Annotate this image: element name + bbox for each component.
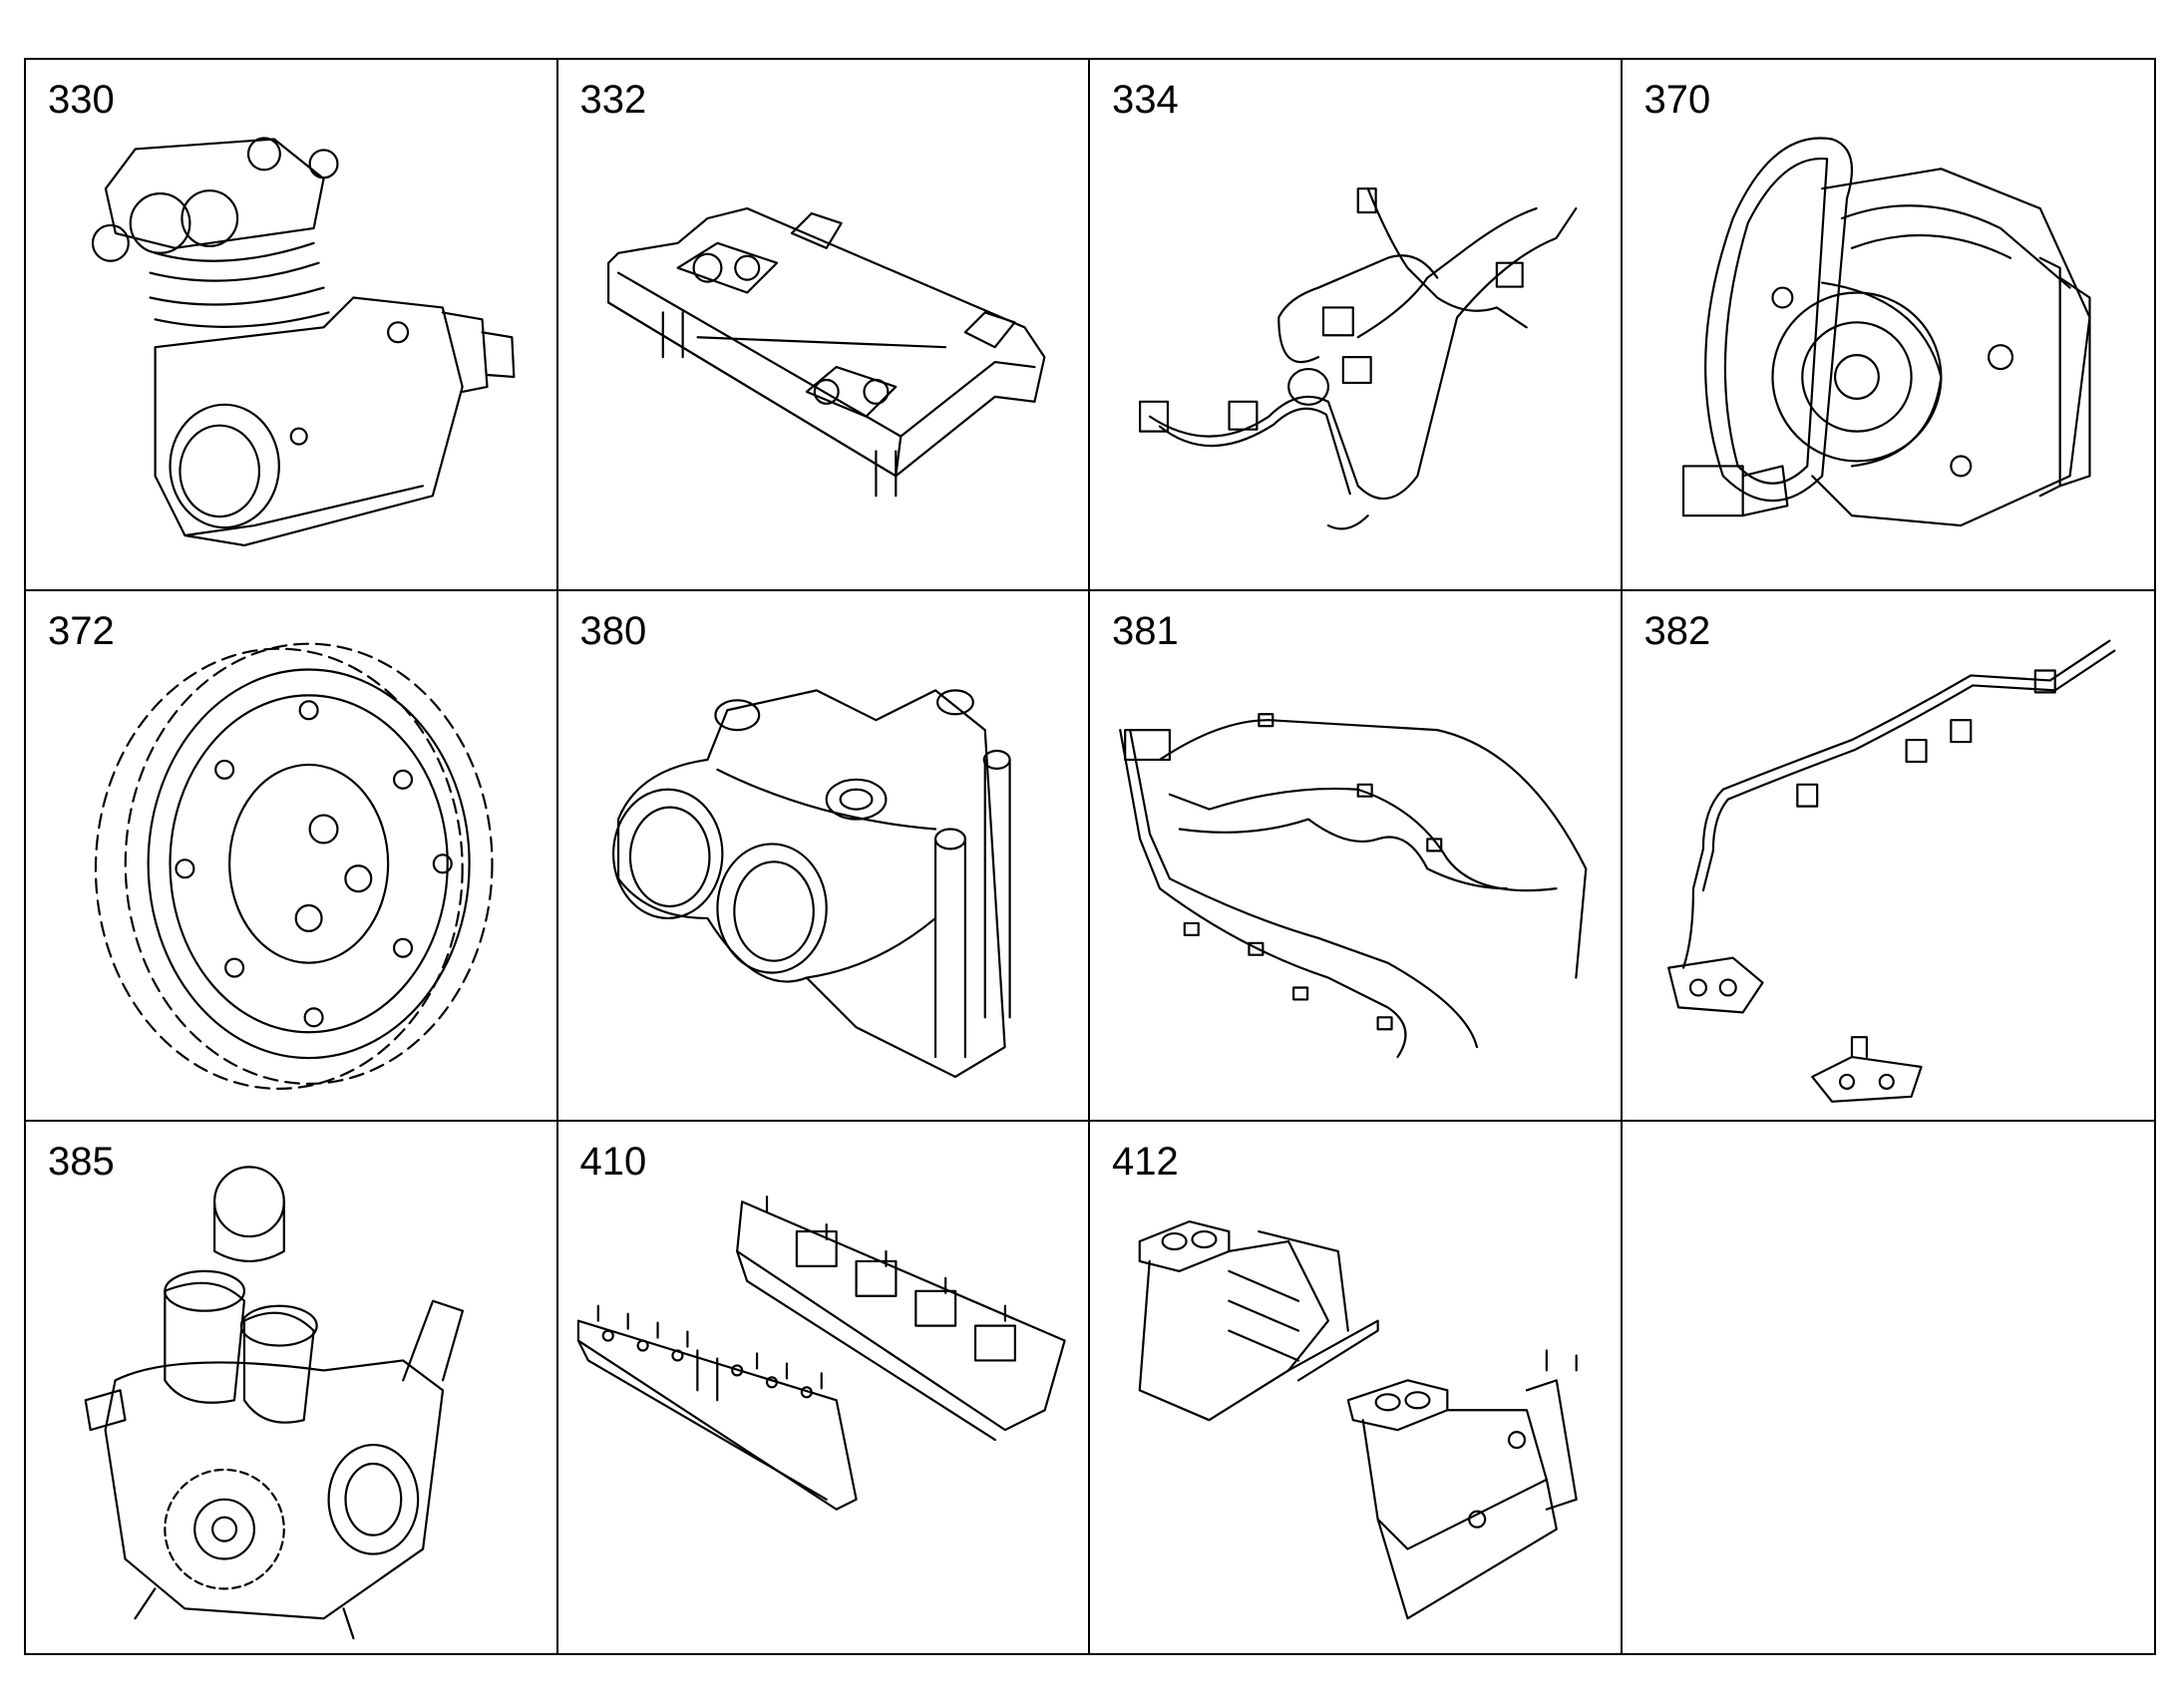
exhaust-manifold-icon [1138,1220,1578,1620]
air-compressor-icon [91,137,516,547]
injection-lines-icon [1119,712,1588,1058]
manifold-rails-icon [576,1196,1066,1512]
empty-cell [1623,1122,2155,1653]
part-number: 410 [579,1140,647,1185]
part-cell-382[interactable]: 382 [1622,591,2154,1123]
part-cell-334[interactable]: 334 [1090,60,1623,591]
part-cell-332[interactable]: 332 [557,60,1090,591]
part-cell-330[interactable]: 330 [26,60,558,591]
flywheel-housing-icon [1681,137,2091,527]
part-number: 332 [579,78,647,122]
part-number: 370 [1643,78,1711,122]
part-number: 382 [1643,608,1711,653]
part-number: 380 [579,608,647,653]
part-number: 372 [48,608,115,653]
part-cell-385[interactable]: 385 [26,1122,558,1653]
part-cell-410[interactable]: 410 [558,1122,1090,1653]
part-number: 385 [48,1140,115,1185]
gear-icon [94,642,494,1090]
pump-assembly-icon [84,1166,465,1640]
part-cell-381[interactable]: 381 [1090,590,1623,1123]
wiring-harness-icon [1139,187,1578,530]
parts-grid: 330 332 334 [24,58,2156,1655]
part-number: 381 [1112,608,1179,653]
fuel-line-icon [1666,639,2115,1103]
part-cell-380[interactable]: 380 [557,590,1090,1123]
part-number: 330 [48,78,115,122]
part-cell-372[interactable]: 372 [26,590,558,1123]
part-cell-412[interactable]: 412 [1090,1122,1623,1653]
part-number: 334 [1112,78,1179,122]
mounting-plate-icon [606,206,1045,498]
part-cell-370[interactable]: 370 [1622,60,2154,591]
part-number: 412 [1112,1140,1179,1185]
pump-housing-icon [611,688,1011,1078]
